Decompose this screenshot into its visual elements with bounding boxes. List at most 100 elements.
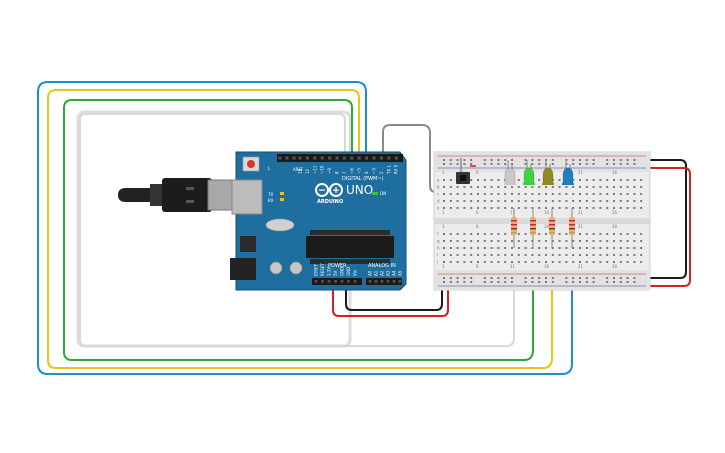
breadboard-hole[interactable] bbox=[633, 179, 636, 181]
breadboard-hole[interactable] bbox=[606, 179, 609, 181]
breadboard-hole[interactable] bbox=[470, 254, 473, 256]
breadboard-hole[interactable] bbox=[551, 254, 554, 256]
breadboard-hole[interactable] bbox=[538, 193, 541, 195]
breadboard-hole[interactable] bbox=[470, 207, 473, 209]
breadboard-hole[interactable] bbox=[558, 179, 561, 181]
breadboard-hole[interactable] bbox=[640, 254, 643, 256]
black-wire-rail[interactable] bbox=[648, 159, 687, 279]
yellow-wire[interactable] bbox=[47, 89, 553, 369]
breadboard-hole[interactable] bbox=[463, 200, 466, 202]
breadboard-hole[interactable] bbox=[470, 193, 473, 195]
rail-hole[interactable] bbox=[606, 163, 609, 165]
breadboard-hole[interactable] bbox=[626, 200, 629, 202]
analog-pin[interactable] bbox=[398, 280, 402, 283]
breadboard-hole[interactable] bbox=[443, 193, 445, 195]
breadboard-hole[interactable] bbox=[545, 240, 547, 242]
rail-hole[interactable] bbox=[504, 277, 507, 279]
breadboard-hole[interactable] bbox=[606, 233, 609, 235]
rail-hole[interactable] bbox=[497, 277, 500, 279]
rail-hole[interactable] bbox=[443, 159, 445, 161]
rail-hole[interactable] bbox=[619, 277, 622, 279]
digital-pin[interactable] bbox=[328, 156, 332, 160]
breadboard-hole[interactable] bbox=[449, 179, 452, 181]
breadboard-hole[interactable] bbox=[511, 240, 513, 242]
rail-hole[interactable] bbox=[619, 163, 622, 165]
breadboard-hole[interactable] bbox=[599, 254, 602, 256]
breadboard-hole[interactable] bbox=[619, 247, 622, 249]
power-pin[interactable] bbox=[334, 280, 337, 283]
breadboard-hole[interactable] bbox=[565, 261, 568, 263]
breadboard-hole[interactable] bbox=[592, 254, 595, 256]
breadboard-hole[interactable] bbox=[497, 179, 500, 181]
digital-pin[interactable] bbox=[394, 156, 398, 160]
breadboard-hole[interactable] bbox=[592, 207, 595, 209]
breadboard-hole[interactable] bbox=[517, 179, 520, 181]
breadboard-hole[interactable] bbox=[599, 233, 602, 235]
breadboard-hole[interactable] bbox=[592, 186, 595, 188]
breadboard-hole[interactable] bbox=[456, 200, 459, 202]
breadboard-hole[interactable] bbox=[545, 193, 547, 195]
breadboard-hole[interactable] bbox=[463, 261, 466, 263]
analog-header[interactable] bbox=[366, 278, 402, 285]
breadboard-hole[interactable] bbox=[490, 207, 493, 209]
breadboard-hole[interactable] bbox=[531, 200, 534, 202]
breadboard-hole[interactable] bbox=[531, 261, 534, 263]
rail-hole[interactable] bbox=[579, 281, 581, 283]
breadboard-hole[interactable] bbox=[545, 247, 547, 249]
breadboard-hole[interactable] bbox=[585, 193, 588, 195]
breadboard-hole[interactable] bbox=[585, 200, 588, 202]
breadboard-hole[interactable] bbox=[599, 207, 602, 209]
rail-hole[interactable] bbox=[572, 159, 575, 161]
breadboard-hole[interactable] bbox=[463, 207, 466, 209]
rail-hole[interactable] bbox=[545, 281, 547, 283]
breadboard-hole[interactable] bbox=[504, 233, 507, 235]
digital-pin[interactable] bbox=[335, 156, 339, 160]
breadboard-hole[interactable] bbox=[483, 186, 486, 188]
breadboard-hole[interactable] bbox=[477, 179, 479, 181]
breadboard-hole[interactable] bbox=[558, 207, 561, 209]
breadboard-hole[interactable] bbox=[558, 261, 561, 263]
breadboard-hole[interactable] bbox=[531, 207, 534, 209]
breadboard-hole[interactable] bbox=[483, 233, 486, 235]
rail-hole[interactable] bbox=[538, 159, 541, 161]
rail-hole[interactable] bbox=[511, 277, 513, 279]
rail-hole[interactable] bbox=[463, 159, 466, 161]
breadboard-hole[interactable] bbox=[579, 200, 581, 202]
breadboard-hole[interactable] bbox=[572, 186, 575, 188]
rail-hole[interactable] bbox=[470, 277, 473, 279]
breadboard-hole[interactable] bbox=[490, 179, 493, 181]
breadboard-hole[interactable] bbox=[483, 207, 486, 209]
breadboard-hole[interactable] bbox=[619, 254, 622, 256]
rail-hole[interactable] bbox=[449, 163, 452, 165]
breadboard-hole[interactable] bbox=[592, 179, 595, 181]
usb-cable[interactable] bbox=[118, 178, 239, 212]
breadboard-hole[interactable] bbox=[449, 207, 452, 209]
breadboard-hole[interactable] bbox=[551, 193, 554, 195]
breadboard-hole[interactable] bbox=[619, 193, 622, 195]
breadboard-hole[interactable] bbox=[443, 254, 445, 256]
breadboard-hole[interactable] bbox=[490, 200, 493, 202]
rail-hole[interactable] bbox=[579, 159, 581, 161]
breadboard-hole[interactable] bbox=[456, 247, 459, 249]
breadboard-hole[interactable] bbox=[599, 247, 602, 249]
breadboard-hole[interactable] bbox=[477, 254, 479, 256]
breadboard-hole[interactable] bbox=[456, 254, 459, 256]
breadboard-hole[interactable] bbox=[579, 261, 581, 263]
breadboard-hole[interactable] bbox=[538, 179, 541, 181]
breadboard-hole[interactable] bbox=[640, 240, 643, 242]
rail-hole[interactable] bbox=[592, 277, 595, 279]
digital-pin[interactable] bbox=[365, 156, 369, 160]
breadboard-hole[interactable] bbox=[572, 240, 575, 242]
resistor[interactable] bbox=[530, 208, 536, 248]
rail-hole[interactable] bbox=[511, 281, 513, 283]
breadboard-hole[interactable] bbox=[545, 207, 547, 209]
breadboard-hole[interactable] bbox=[633, 207, 636, 209]
rail-hole[interactable] bbox=[456, 281, 459, 283]
rail-hole[interactable] bbox=[585, 277, 588, 279]
rail-hole[interactable] bbox=[490, 159, 493, 161]
white-wire[interactable] bbox=[79, 113, 515, 347]
rail-hole[interactable] bbox=[456, 277, 459, 279]
rail-hole[interactable] bbox=[572, 163, 575, 165]
breadboard-hole[interactable] bbox=[443, 240, 445, 242]
digital-pin[interactable] bbox=[350, 156, 354, 160]
